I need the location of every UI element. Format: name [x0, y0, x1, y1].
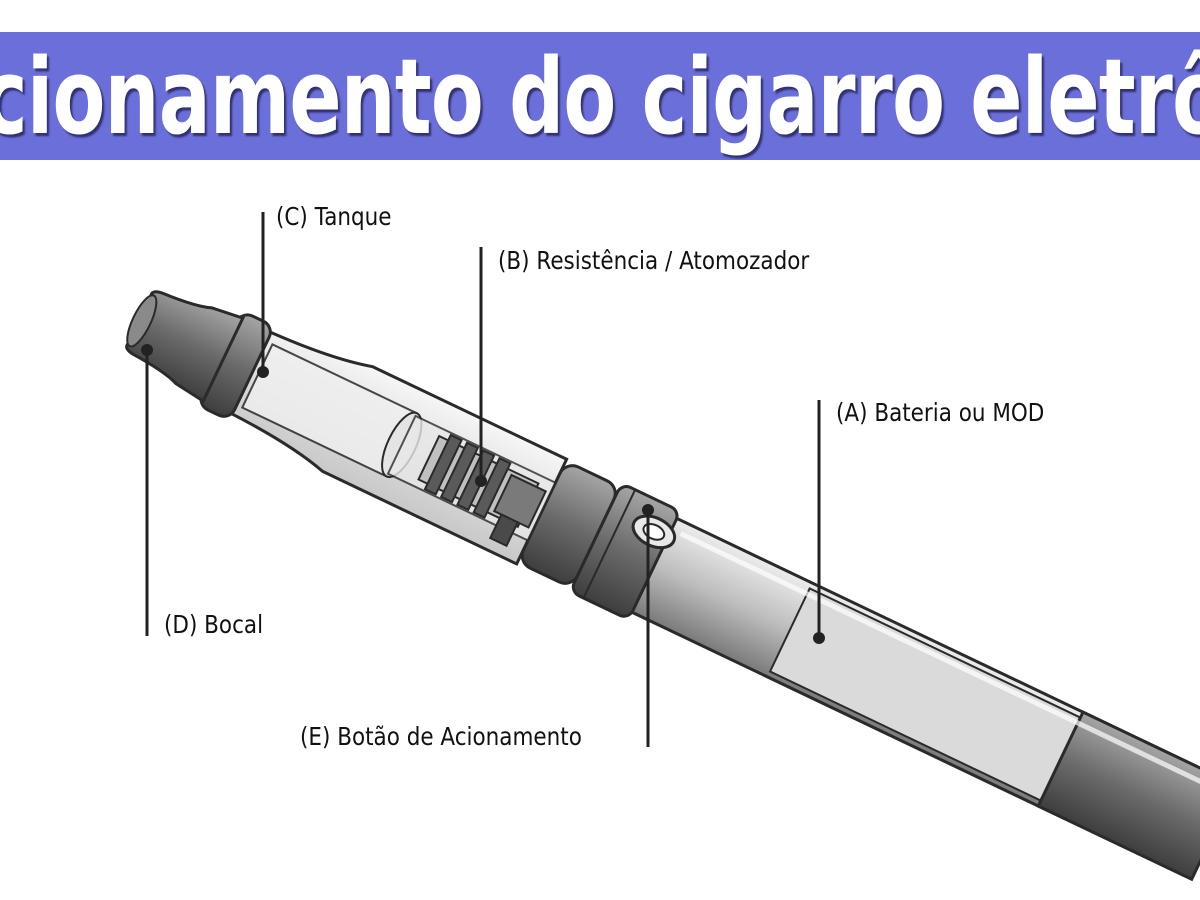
- page-title: cionamento do cigarro eletrôn: [0, 36, 1200, 158]
- label-coil: (B) Resistência / Atomozador: [498, 246, 810, 275]
- label-button: (E) Botão de Acionamento: [300, 722, 582, 751]
- leader-line-button: [642, 504, 654, 747]
- leader-line-mouthpiece: [141, 344, 153, 636]
- mouthpiece: [125, 290, 245, 404]
- leader-line-coil: [475, 247, 487, 487]
- label-mouthpiece: (D) Bocal: [164, 610, 264, 639]
- leader-line-tank: [257, 212, 269, 378]
- label-tank: (C) Tanque: [276, 202, 392, 231]
- leader-line-battery: [813, 400, 825, 644]
- title-banner: cionamento do cigarro eletrôn: [0, 32, 1200, 160]
- battery: [621, 512, 1200, 882]
- label-battery: (A) Bateria ou MOD: [836, 398, 1045, 427]
